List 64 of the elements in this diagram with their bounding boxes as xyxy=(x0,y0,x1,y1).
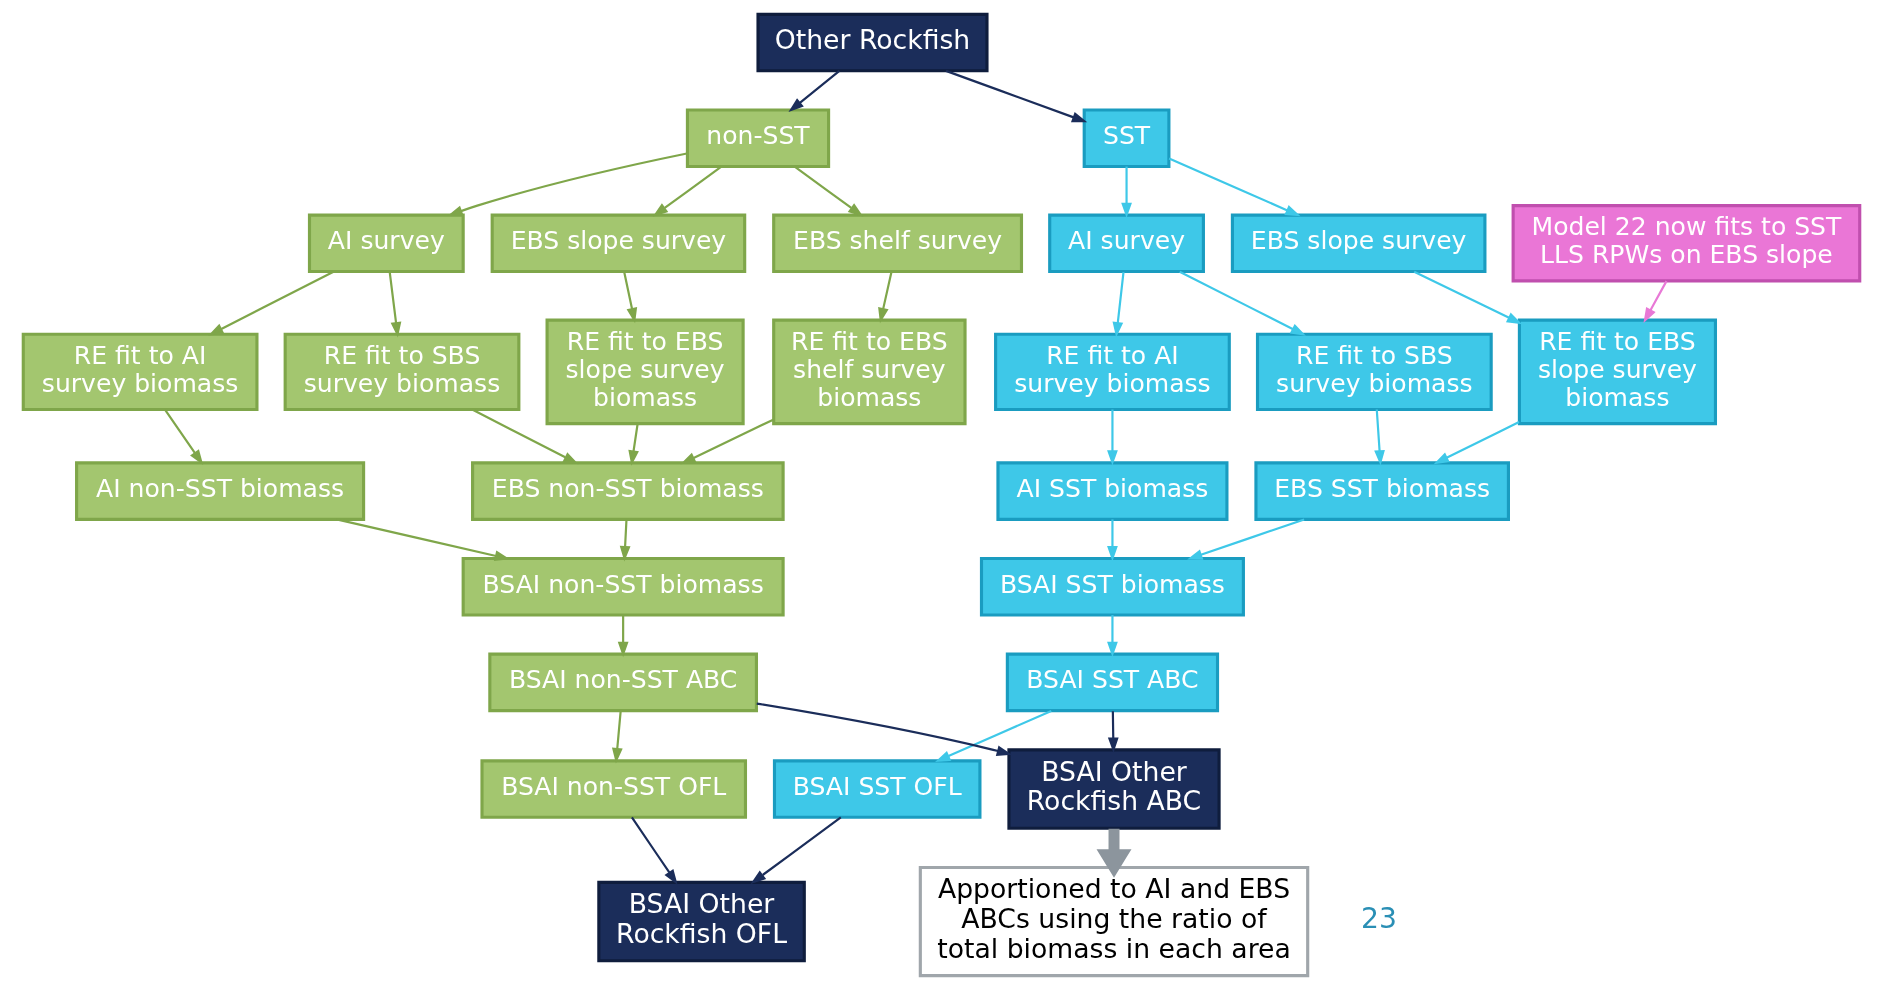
arrow xyxy=(1107,615,1118,658)
arrow xyxy=(1107,409,1118,466)
node-box: AI SST biomass xyxy=(996,461,1229,521)
arrow xyxy=(788,70,841,113)
node-box: Other Rockfish xyxy=(756,12,989,73)
node-box: BSAI non-SST ABC xyxy=(488,652,758,713)
arrow xyxy=(750,816,842,884)
node-box: AI non-SST biomass xyxy=(75,461,366,521)
node-box: RE fit to AI survey biomass xyxy=(21,332,259,412)
arrow xyxy=(1413,270,1523,325)
node-box: EBS shelf survey xyxy=(772,213,1024,274)
node-box: RE fit to SBS survey biomass xyxy=(1255,332,1493,412)
node-box: Model 22 now fits to SST LLS RPWs on EBS slope xyxy=(1511,204,1862,283)
arrow xyxy=(794,165,864,217)
arrow xyxy=(1179,270,1306,336)
node-box: BSAI Other Rockfish ABC xyxy=(1007,748,1221,830)
arrow xyxy=(652,165,722,217)
arrow xyxy=(617,615,629,658)
arrow xyxy=(1643,280,1668,324)
arrow xyxy=(1433,421,1520,465)
arrow xyxy=(1121,166,1132,219)
node-box: BSAI Other Rockfish OFL xyxy=(597,880,806,963)
node-box: AI survey xyxy=(307,213,465,274)
arrow xyxy=(164,408,204,466)
node-box: BSAI non-SST OFL xyxy=(480,759,748,819)
node-box: non-SST xyxy=(685,108,831,168)
node-box: RE fit to AI survey biomass xyxy=(994,332,1231,412)
arrow xyxy=(680,418,774,465)
arrow xyxy=(447,152,688,217)
arrow xyxy=(1107,519,1118,562)
arrow xyxy=(756,702,1013,757)
node-box: EBS non-SST biomass xyxy=(471,461,785,521)
arrow xyxy=(1168,157,1301,217)
arrow xyxy=(1112,271,1125,338)
arrow xyxy=(471,408,579,465)
node-box: BSAI SST biomass xyxy=(979,556,1245,617)
node-box: RE fit to EBS slope survey biomass xyxy=(545,318,745,426)
arrow xyxy=(1096,828,1132,878)
arrow xyxy=(208,270,334,336)
arrow xyxy=(878,271,893,324)
arrow xyxy=(628,423,639,466)
node-box: RE fit to EBS shelf survey biomass xyxy=(772,318,967,426)
arrow xyxy=(1374,409,1385,466)
arrow xyxy=(945,69,1088,123)
arrow xyxy=(1107,711,1119,753)
node-box: Apportioned to AI and EBS ABCs using the ratio of total biomass in each area xyxy=(918,865,1310,978)
node-box: AI survey xyxy=(1048,213,1205,274)
arrow xyxy=(631,816,678,885)
arrow xyxy=(611,711,623,764)
arrow xyxy=(619,519,631,562)
node-box: RE fit to SBS survey biomass xyxy=(283,332,521,412)
node-box: EBS SST biomass xyxy=(1254,461,1510,521)
arrow xyxy=(388,271,402,338)
node-box: EBS slope survey xyxy=(490,213,747,274)
node-box: RE fit to EBS slope survey biomass xyxy=(1517,318,1717,426)
node-box: BSAI SST ABC xyxy=(1005,652,1220,713)
node-box: BSAI non-SST biomass xyxy=(461,556,785,617)
node-box: SST xyxy=(1082,108,1171,168)
node-box: EBS slope survey xyxy=(1230,213,1487,274)
arrow xyxy=(1187,518,1305,560)
label: 23 xyxy=(1361,902,1398,936)
arrow xyxy=(935,709,1052,763)
node-box: BSAI SST OFL xyxy=(772,759,982,819)
arrow xyxy=(623,271,638,324)
